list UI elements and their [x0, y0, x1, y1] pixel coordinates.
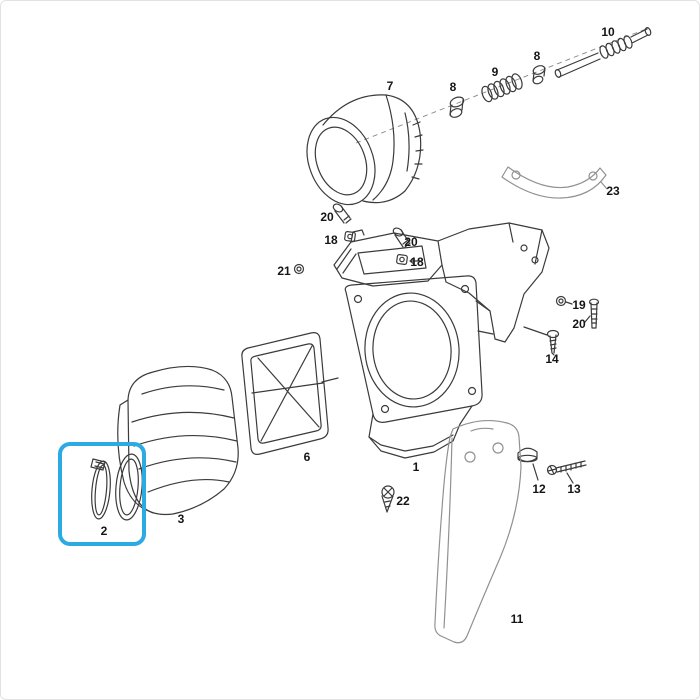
- part-14-screw: [523, 326, 560, 356]
- part-8-grommet-upper: [532, 65, 546, 85]
- highlight-box[interactable]: [58, 442, 146, 546]
- part-label-22[interactable]: 22: [396, 494, 410, 508]
- part-1-airbox-body: [333, 222, 550, 459]
- part-20-screw-right: [392, 227, 411, 248]
- part-label-20[interactable]: 20: [572, 317, 586, 331]
- part-label-8[interactable]: 8: [533, 49, 541, 63]
- part-2-clamp: [90, 453, 143, 521]
- part-label-20[interactable]: 20: [404, 235, 418, 249]
- part-18-nut-left: [344, 231, 356, 242]
- part-20-bolt-right: [584, 298, 600, 329]
- part-label-8[interactable]: 8: [449, 80, 457, 94]
- part-3-air-filter: [117, 365, 239, 516]
- part-label-7[interactable]: 7: [386, 79, 394, 93]
- part-label-23[interactable]: 23: [606, 184, 620, 198]
- part-21-nut: [293, 263, 305, 275]
- part-6-seal-frame: [241, 332, 339, 455]
- part-23-bracket: [501, 166, 608, 199]
- part-11-mudflap: [434, 419, 522, 644]
- part-label-10[interactable]: 10: [601, 25, 615, 39]
- part-13-bolt: [546, 460, 587, 484]
- assembly-axis-line: [355, 28, 647, 144]
- part-label-6[interactable]: 6: [303, 450, 311, 464]
- part-label-20[interactable]: 20: [320, 210, 334, 224]
- part-label-14[interactable]: 14: [545, 352, 559, 366]
- part-20-screw-left: [332, 203, 352, 224]
- part-12-cap: [517, 447, 539, 481]
- part-8-grommet-lower: [449, 96, 465, 118]
- part-19-nut: [555, 295, 573, 307]
- part-label-21[interactable]: 21: [277, 264, 291, 278]
- part-label-3[interactable]: 3: [177, 512, 185, 526]
- part-label-11[interactable]: 11: [510, 612, 524, 626]
- part-label-18[interactable]: 18: [324, 233, 338, 247]
- part-label-9[interactable]: 9: [491, 65, 499, 79]
- part-10-cable: [554, 27, 652, 78]
- part-label-2[interactable]: 2: [100, 524, 108, 538]
- part-7-boot: [306, 94, 424, 206]
- part-label-12[interactable]: 12: [532, 482, 546, 496]
- part-label-13[interactable]: 13: [567, 482, 581, 496]
- part-18-nut-right: [396, 254, 423, 265]
- part-9-spring: [481, 73, 523, 103]
- part-label-1[interactable]: 1: [412, 460, 420, 474]
- part-22-breather: [381, 485, 395, 513]
- part-label-18[interactable]: 18: [410, 255, 424, 269]
- part-label-19[interactable]: 19: [572, 298, 586, 312]
